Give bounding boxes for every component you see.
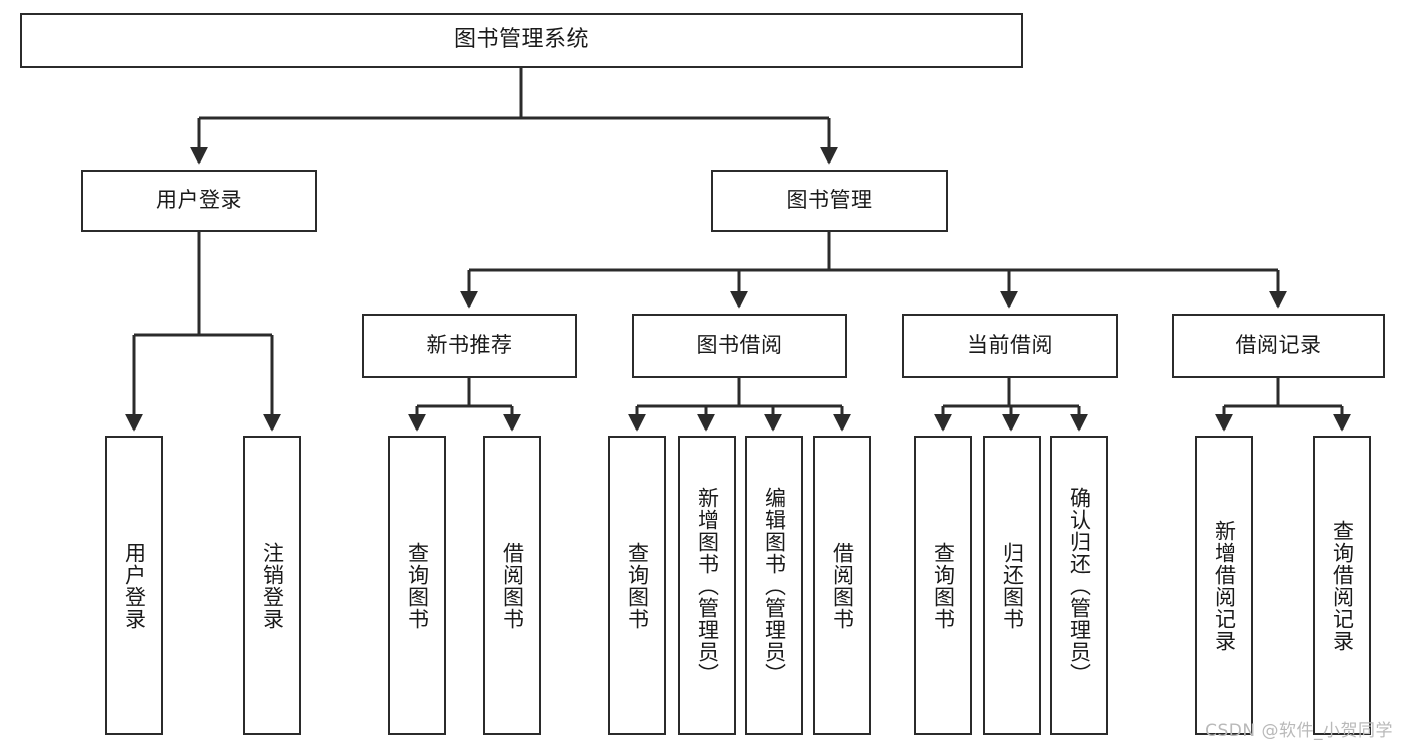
- leaf-book-borrow-add[interactable]: 新增图书（管理员）: [678, 436, 736, 735]
- node-current-borrow[interactable]: 当前借阅: [902, 314, 1118, 378]
- leaf-new-book-borrow[interactable]: 借阅图书: [483, 436, 541, 735]
- node-borrow-record-label: 借阅记录: [1235, 333, 1322, 358]
- leaf-user-login-logout[interactable]: 注销登录: [243, 436, 301, 735]
- leaf-new-book-query[interactable]: 查询图书: [388, 436, 446, 735]
- node-current-borrow-label: 当前借阅: [967, 333, 1053, 358]
- node-root-system[interactable]: 图书管理系统: [20, 13, 1023, 68]
- leaf-book-borrow-query-label: 查询图书: [625, 541, 650, 630]
- leaf-borrow-record-query-label: 查询借阅记录: [1330, 519, 1355, 652]
- node-book-management-label: 图书管理: [786, 188, 873, 213]
- leaf-book-borrow-borrow-label: 借阅图书: [830, 541, 855, 630]
- leaf-current-borrow-query[interactable]: 查询图书: [914, 436, 972, 735]
- leaf-user-login-login[interactable]: 用户登录: [105, 436, 163, 735]
- node-new-book-recommend[interactable]: 新书推荐: [362, 314, 577, 378]
- leaf-current-borrow-return[interactable]: 归还图书: [983, 436, 1041, 735]
- leaf-book-borrow-add-label: 新增图书（管理员）: [695, 486, 720, 685]
- leaf-new-book-borrow-label: 借阅图书: [500, 541, 525, 630]
- node-user-login-label: 用户登录: [156, 188, 242, 213]
- leaf-current-borrow-confirm-label: 确认归还（管理员）: [1067, 486, 1092, 685]
- node-user-login[interactable]: 用户登录: [81, 170, 317, 232]
- node-book-borrow-label: 图书借阅: [696, 333, 783, 358]
- leaf-current-borrow-query-label: 查询图书: [931, 541, 956, 630]
- leaf-book-borrow-query[interactable]: 查询图书: [608, 436, 666, 735]
- leaf-book-borrow-borrow[interactable]: 借阅图书: [813, 436, 871, 735]
- node-root-system-label: 图书管理系统: [453, 27, 589, 53]
- leaf-book-borrow-edit[interactable]: 编辑图书（管理员）: [745, 436, 803, 735]
- leaf-user-login-logout-label: 注销登录: [260, 541, 285, 630]
- node-book-management[interactable]: 图书管理: [711, 170, 948, 232]
- leaf-new-book-query-label: 查询图书: [405, 541, 430, 630]
- leaf-borrow-record-add-label: 新增借阅记录: [1212, 519, 1237, 652]
- leaf-user-login-login-label: 用户登录: [122, 541, 147, 630]
- node-new-book-recommend-label: 新书推荐: [426, 333, 513, 358]
- leaf-borrow-record-add[interactable]: 新增借阅记录: [1195, 436, 1253, 735]
- leaf-current-borrow-confirm[interactable]: 确认归还（管理员）: [1050, 436, 1108, 735]
- node-book-borrow[interactable]: 图书借阅: [632, 314, 847, 378]
- leaf-book-borrow-edit-label: 编辑图书（管理员）: [762, 486, 787, 685]
- leaf-current-borrow-return-label: 归还图书: [1000, 541, 1025, 630]
- node-borrow-record[interactable]: 借阅记录: [1172, 314, 1385, 378]
- leaf-borrow-record-query[interactable]: 查询借阅记录: [1313, 436, 1371, 735]
